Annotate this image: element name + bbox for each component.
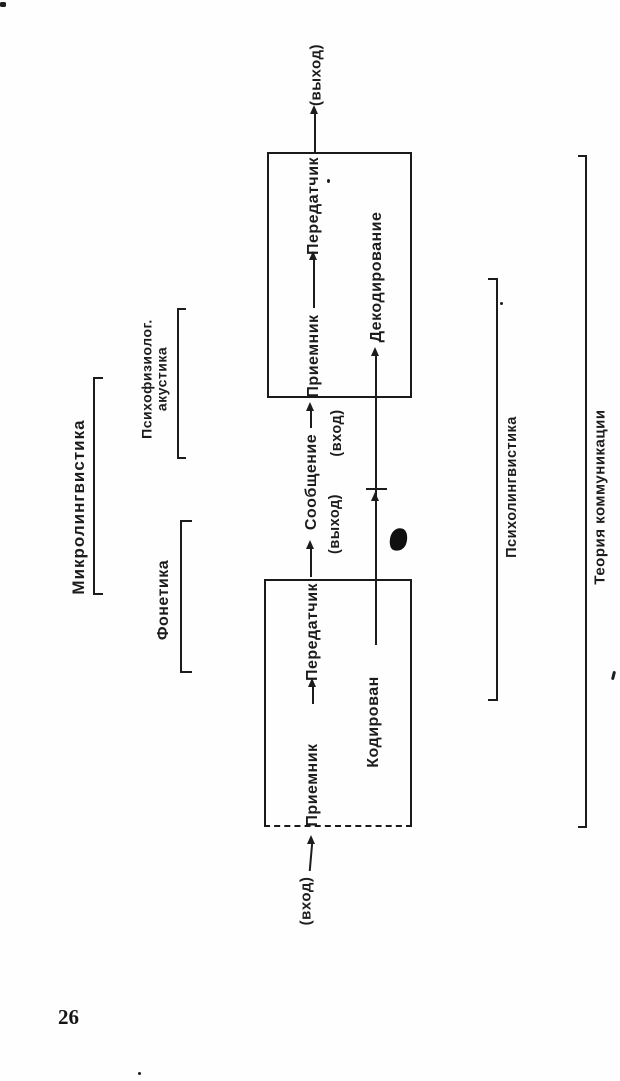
psychoacoustics-bracket <box>177 308 186 459</box>
ink-blot <box>387 526 410 553</box>
channel-tick <box>366 488 387 490</box>
scan-speck <box>610 670 617 681</box>
message-label: Сообщение <box>303 433 320 531</box>
message-lower-arrow-head-icon <box>306 540 314 549</box>
speaker-box <box>264 579 412 827</box>
message-output-label: (выход) <box>327 493 343 555</box>
psychoacoustics-line2: акустика <box>153 346 169 412</box>
communication-theory-label: Теория коммуникации <box>591 409 609 585</box>
phonetics-label: Фонетика <box>155 559 172 641</box>
message-lower-arrow-line <box>310 548 312 577</box>
microlinguistics-label: Микролингвистика <box>69 419 88 595</box>
input-label: (вход) <box>297 876 315 926</box>
scan-speck <box>138 1072 141 1075</box>
message-input-label: (вход) <box>329 409 345 457</box>
listener-internal-arrow-line <box>313 258 315 308</box>
input-arrow-line <box>308 841 314 872</box>
message-upper-arrow-line <box>310 410 312 428</box>
speaker-transmitter-label: Передатчик <box>304 582 321 682</box>
channel-arrow-head-icon <box>371 492 379 501</box>
psychoacoustics-line1: Психофизиолог. <box>138 319 155 439</box>
output-arrow-line <box>314 113 316 152</box>
coding-label: Кодирован <box>365 676 382 768</box>
page-number: 26 <box>58 1005 79 1029</box>
psychoacoustics-label: Психофизиолог. акустика <box>138 319 170 439</box>
scan-speck <box>0 2 6 7</box>
speaker-internal-arrow-head-icon <box>308 678 316 687</box>
decoding-label: Декодирование <box>368 211 385 343</box>
phonetics-bracket <box>180 520 192 673</box>
listener-transmitter-label: Передатчик <box>305 156 322 256</box>
listener-internal-arrow-head-icon <box>309 251 317 260</box>
input-arrow-head-icon <box>307 835 315 844</box>
microlinguistics-bracket <box>93 377 103 595</box>
listener-box <box>267 152 412 398</box>
coding-to-decoding-arrow-head-icon <box>371 347 379 356</box>
scan-speck <box>500 302 503 305</box>
psycholinguistics-label: Психолингвистика <box>504 416 520 558</box>
output-label: (выход) <box>307 44 325 106</box>
communication-theory-bracket <box>578 155 587 828</box>
scan-speck <box>327 179 330 183</box>
output-arrow-head-icon <box>310 105 318 114</box>
speaker-receiver-label: Приемник <box>304 743 321 827</box>
psycholinguistics-bracket <box>488 278 498 701</box>
listener-receiver-label: Приемник <box>305 314 322 398</box>
message-upper-arrow-head-icon <box>306 402 314 411</box>
speaker-internal-arrow-line <box>312 686 314 704</box>
